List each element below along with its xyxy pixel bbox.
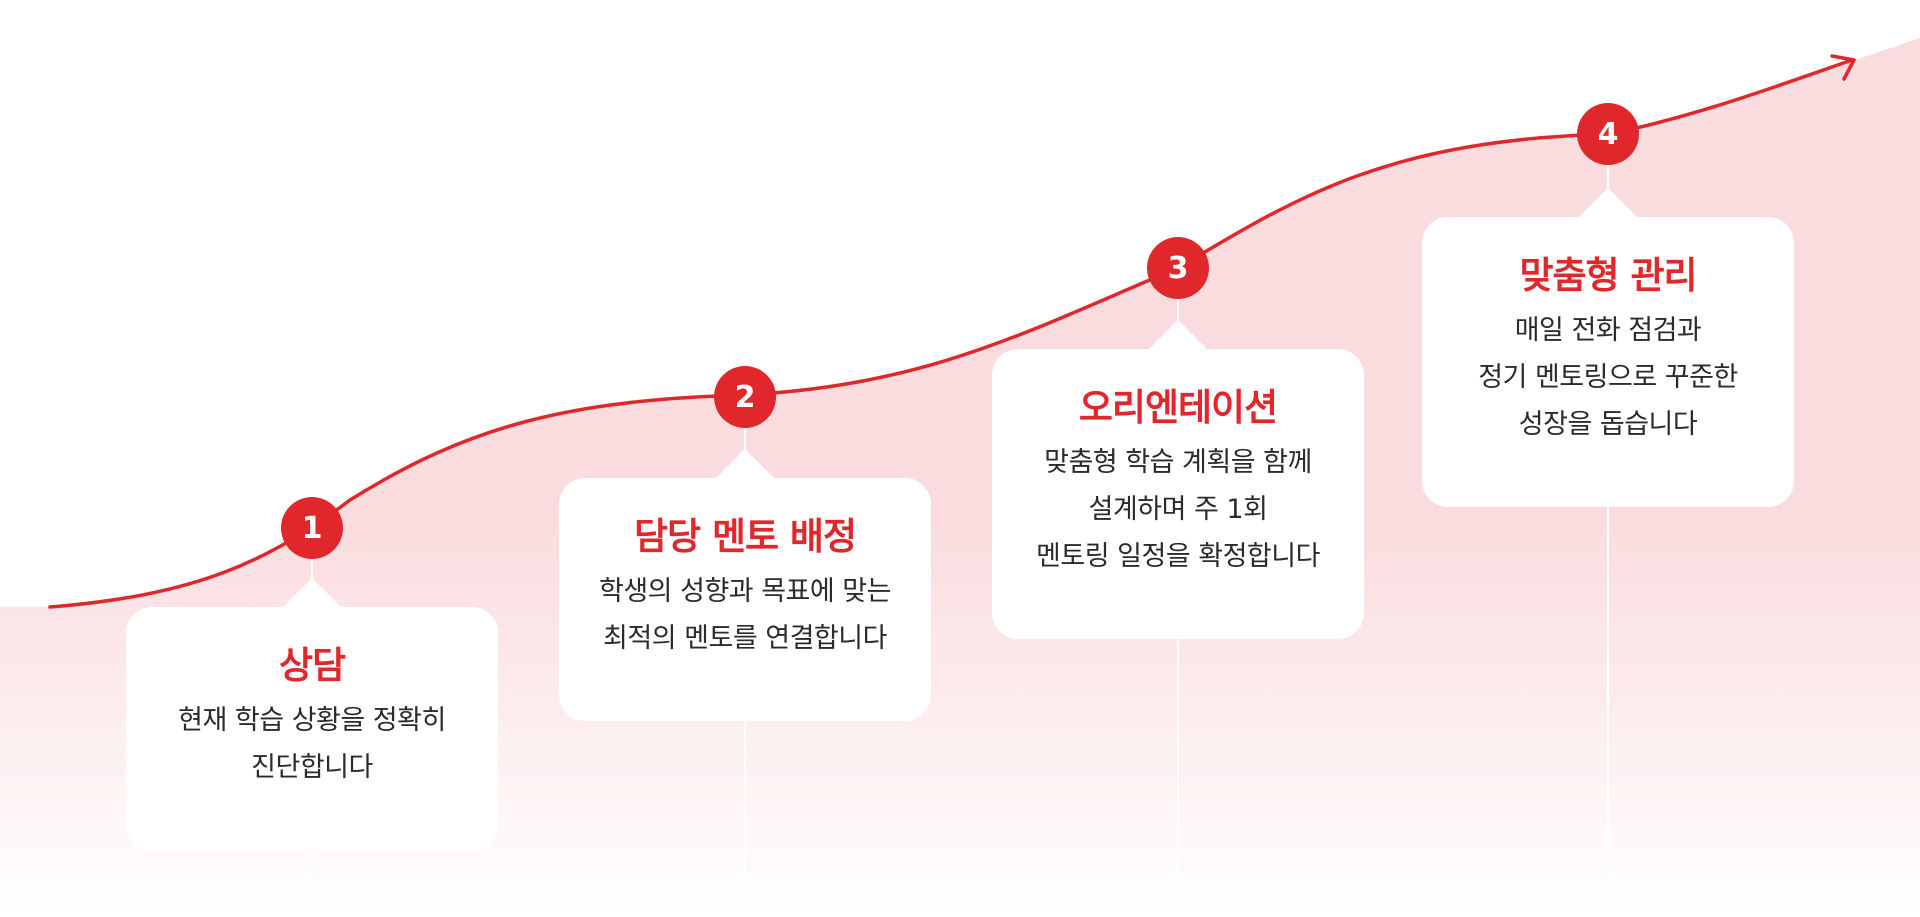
step-description: 매일 전화 점검과 정기 멘토링으로 꾸준한 성장을 돕습니다 [1478, 315, 1738, 440]
step-card: 오리엔테이션 맞춤형 학습 계획을 함께 설계하며 주 1회 멘토링 일정을 확… [992, 349, 1364, 639]
card-pointer [282, 578, 342, 608]
step-number-badge: 3 [1147, 237, 1209, 299]
step-description: 학생의 성향과 목표에 맞는 최적의 멘토를 연결합니다 [599, 576, 892, 654]
step-card: 상담 현재 학습 상황을 정확히 진단합니다 [126, 607, 498, 850]
card-pointer [715, 449, 775, 479]
card-pointer [1578, 188, 1638, 218]
step-title: 오리엔테이션 [1078, 386, 1278, 429]
step-number-badge: 1 [281, 497, 343, 559]
step-title: 맞춤형 관리 [1519, 254, 1697, 297]
step-number-badge: 4 [1577, 103, 1639, 165]
step-title: 상담 [278, 644, 346, 687]
step-description: 현재 학습 상황을 정확히 진단합니다 [178, 705, 446, 783]
step-number-badge: 2 [714, 366, 776, 428]
step-title: 담당 멘토 배정 [633, 515, 857, 558]
arrow-head-icon [1830, 54, 1856, 81]
step-card: 맞춤형 관리 매일 전화 점검과 정기 멘토링으로 꾸준한 성장을 돕습니다 [1422, 217, 1794, 507]
step-description: 맞춤형 학습 계획을 함께 설계하며 주 1회 멘토링 일정을 확정합니다 [1036, 447, 1320, 572]
card-pointer [1148, 320, 1208, 350]
step-connector [1607, 165, 1609, 917]
step-card: 담당 멘토 배정 학생의 성향과 목표에 맞는 최적의 멘토를 연결합니다 [559, 478, 931, 721]
